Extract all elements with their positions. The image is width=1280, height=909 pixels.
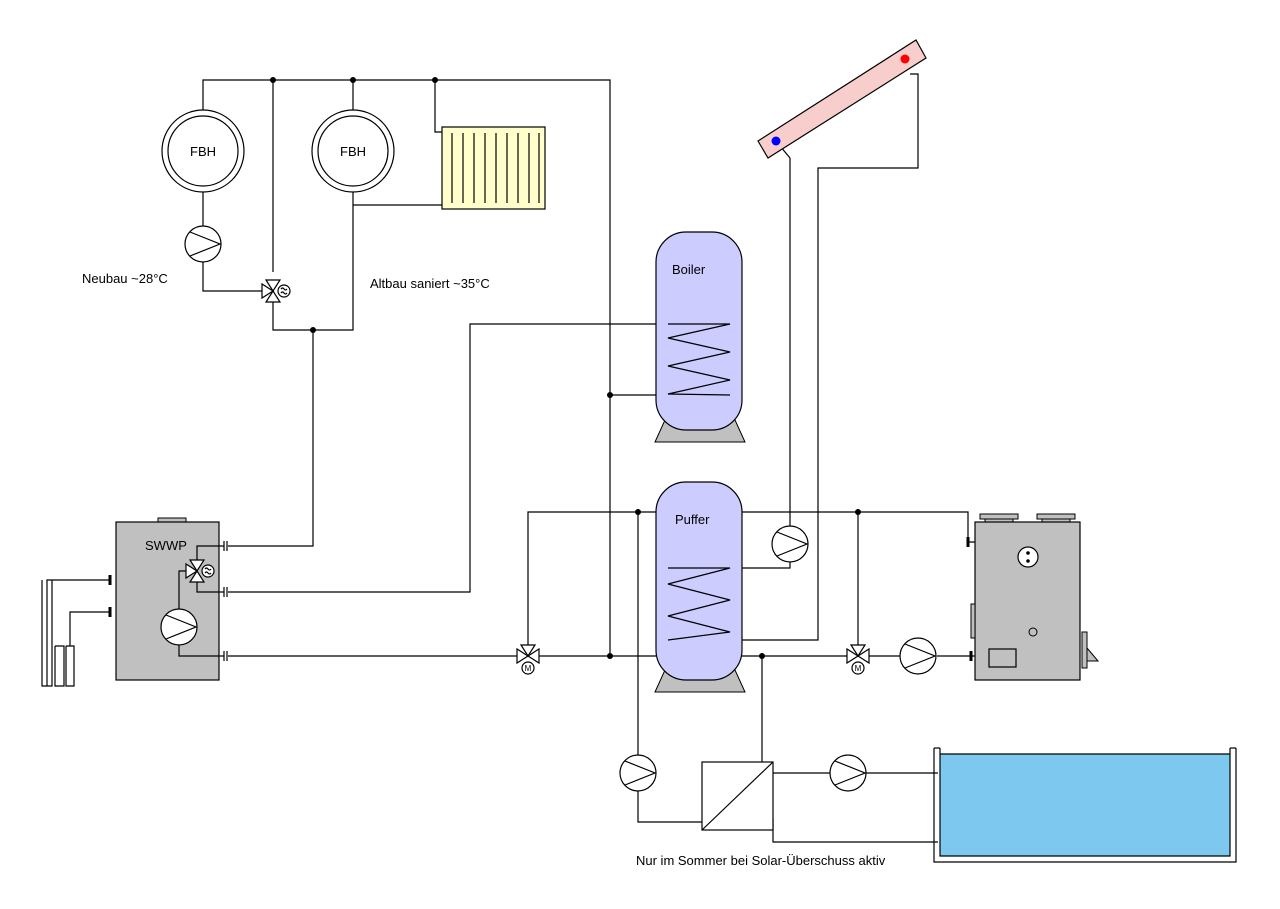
junction-dot <box>607 653 613 659</box>
fbh-left-label: FBH <box>190 144 216 159</box>
puffer-label: Puffer <box>675 512 710 527</box>
three-way-valve-icon <box>185 559 215 583</box>
pump-icon <box>899 637 937 675</box>
swwp-internal-pipe <box>196 545 224 562</box>
boiler-tank: Boiler <box>654 231 746 443</box>
pump-icon <box>160 608 198 646</box>
ground-probe <box>54 645 65 687</box>
unit-display <box>988 648 1017 668</box>
fbh-right: FBH <box>311 109 395 193</box>
unit-body <box>974 521 1081 681</box>
swwp-flanges <box>223 541 228 661</box>
junction-dot <box>855 509 861 515</box>
pipe-solar-return <box>668 73 919 641</box>
swwp-label: SWWP <box>145 538 187 553</box>
pipe-radiator-supply <box>434 80 442 133</box>
three-way-valve-icon: M <box>516 644 540 675</box>
swwp-internal-pipe <box>178 644 224 657</box>
heating-boiler-unit <box>966 513 1100 681</box>
pipe-ground-probe-outer <box>46 579 110 686</box>
junction-dot <box>759 653 765 659</box>
pipe-swwp-to-boiler <box>228 323 670 593</box>
collector-cold-port <box>771 136 781 146</box>
three-way-valve-icon <box>261 279 291 303</box>
ground-probe <box>65 645 75 687</box>
puffer-tank: Puffer <box>654 481 746 693</box>
junction-dot <box>635 509 641 515</box>
radiator-body <box>441 126 546 210</box>
svg-text:M: M <box>525 664 532 673</box>
fbh-right-inner-ring <box>317 115 389 187</box>
junction-dot <box>270 77 276 83</box>
ground-probes <box>41 580 75 687</box>
altbau-label: Altbau saniert ~35°C <box>370 276 490 291</box>
pump-icon <box>771 525 809 563</box>
pool-note-label: Nur im Sommer bei Solar-Überschuss aktiv <box>636 853 886 868</box>
pool-water <box>940 754 1230 856</box>
pipe-fbh-left-to-valve <box>202 262 262 292</box>
boiler-coil <box>667 323 731 396</box>
junction-dot <box>350 77 356 83</box>
pipe-top-supply <box>202 79 611 656</box>
junction-dot <box>432 77 438 83</box>
pipe-fbh-right-return <box>272 192 354 331</box>
junction-dot <box>607 392 613 398</box>
plate-heat-exchanger-icon <box>701 761 774 831</box>
swwp-heat-pump: SWWP <box>108 517 228 681</box>
pool-basin-inner <box>939 748 1231 857</box>
pipe-pool-return <box>772 818 938 843</box>
pipe-junctions <box>270 77 861 659</box>
swimming-pool <box>933 747 1237 863</box>
ground-probe <box>41 580 53 687</box>
unit-gauge <box>1017 546 1039 568</box>
junction-dot <box>310 327 316 333</box>
unit-top-port <box>1036 513 1076 520</box>
solar-collector-panel <box>757 39 927 159</box>
radiator <box>441 126 546 210</box>
fbh-left: FBH <box>161 109 245 193</box>
pipe-pool-primary-return <box>637 790 702 823</box>
fbh-left-inner-ring <box>167 115 239 187</box>
pump-icon <box>619 754 657 792</box>
swwp-internal-pipe <box>196 580 224 593</box>
unit-top-port <box>979 513 1019 520</box>
three-way-valve-icon: M <box>846 644 870 675</box>
pump-icon <box>184 225 222 263</box>
pipe-heating-to-swwp <box>228 330 314 547</box>
neubau-label: Neubau ~28°C <box>82 271 168 286</box>
pump-icon <box>829 754 867 792</box>
swwp-internal-pipe <box>178 570 186 610</box>
boiler-label: Boiler <box>672 262 706 277</box>
collector-hot-port <box>900 54 910 64</box>
svg-text:M: M <box>855 664 862 673</box>
pipe-ground-probe-inner <box>69 611 110 646</box>
fbh-right-label: FBH <box>340 144 366 159</box>
pipe-valve-left-bypass <box>527 511 656 647</box>
puffer-coil <box>667 567 731 641</box>
pool-basin-outer <box>933 748 1237 863</box>
puffer-body <box>655 481 743 681</box>
solar-collector <box>757 39 927 159</box>
swwp-body <box>115 521 220 681</box>
